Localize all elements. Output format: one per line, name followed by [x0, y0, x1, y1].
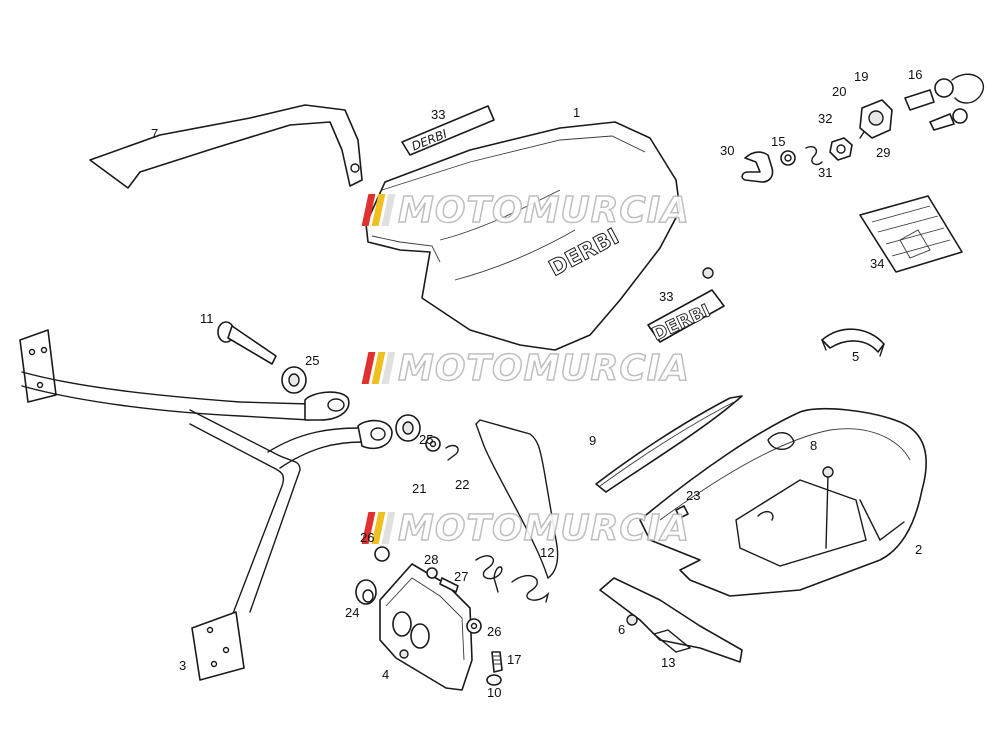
- part-26-rubber-upper: [374, 546, 390, 562]
- part-24-bushing: [355, 579, 377, 605]
- part-16-keys: [904, 73, 985, 131]
- callout-12: 12: [540, 545, 555, 560]
- part-23-screw: [675, 505, 689, 519]
- part-30-latch-hook: [741, 151, 774, 183]
- callout-21: 21: [412, 481, 427, 496]
- callout-17: 17: [507, 652, 522, 667]
- watermark-middle: MOTOMURCIA: [361, 347, 691, 390]
- callout-27: 27: [454, 569, 469, 584]
- watermark-logo-icon: [361, 352, 396, 384]
- part-12-wire-bracket: [475, 419, 559, 579]
- part-4-bracket: [379, 563, 473, 691]
- part-25-bushing-lower: [395, 414, 421, 442]
- part-34-packet: [859, 195, 963, 273]
- callout-10: 10: [487, 685, 502, 700]
- part-9-trim-strip: [595, 395, 743, 493]
- callout-8: 8: [810, 438, 818, 453]
- part-11-bolt: [217, 321, 277, 365]
- callout-11: 11: [200, 311, 214, 326]
- part-27-bolt: [439, 577, 459, 593]
- callout-29: 29: [876, 145, 891, 160]
- part-3-frame: [19, 329, 393, 681]
- callout-30: 30: [720, 143, 735, 158]
- part-26-rubber-lower: [466, 618, 482, 634]
- part-5-bumper: [821, 328, 885, 357]
- callout-4: 4: [382, 667, 390, 682]
- callout-5: 5: [852, 349, 860, 364]
- part-27-springs: [475, 555, 550, 603]
- callout-7: 7: [151, 126, 159, 141]
- part-2-tray: [639, 408, 927, 597]
- callout-22: 22: [455, 477, 470, 492]
- callout-1: 1: [573, 105, 581, 120]
- callout-6: 6: [618, 622, 626, 637]
- callout-32: 32: [818, 111, 833, 126]
- callout-3: 3: [179, 658, 187, 673]
- callout-15: 15: [771, 134, 786, 149]
- part-33-decal-lower: DERBI: [647, 267, 725, 346]
- callout-19: 19: [854, 69, 869, 84]
- part-10-cap: [486, 674, 502, 686]
- part-31-spring: [805, 146, 823, 166]
- part-15-washer: [780, 150, 796, 166]
- callout-25b: 25: [419, 432, 434, 447]
- part-7-rear-strap: [89, 104, 363, 189]
- part-1-seat-cover: DERBI: [365, 121, 681, 351]
- callout-25a: 25: [305, 353, 320, 368]
- part-28-washer: [426, 567, 438, 579]
- part-6-nut: [626, 614, 638, 626]
- part-22-clip: [445, 444, 459, 461]
- watermark-logo-icon: [361, 194, 396, 226]
- callout-23: 23: [686, 488, 701, 503]
- part-13-flap: [599, 577, 743, 663]
- callout-31: 31: [818, 165, 833, 180]
- callout-2: 2: [915, 542, 923, 557]
- part-17-screw: [491, 651, 503, 673]
- callout-16: 16: [908, 67, 923, 82]
- watermark-top: MOTOMURCIA: [361, 189, 691, 232]
- callout-33b: 33: [659, 289, 674, 304]
- watermark-bottom: MOTOMURCIA: [361, 507, 691, 550]
- callout-26a: 26: [360, 530, 375, 545]
- callout-20: 20: [832, 84, 847, 99]
- callout-33a: 33: [431, 107, 446, 122]
- callout-24: 24: [345, 605, 360, 620]
- callout-9: 9: [589, 433, 597, 448]
- callout-13: 13: [661, 655, 676, 670]
- watermark-text: MOTOMURCIA: [397, 189, 691, 232]
- callout-34: 34: [870, 256, 885, 271]
- callout-26b: 26: [487, 624, 502, 639]
- callout-28: 28: [424, 552, 439, 567]
- part-25-bushing-upper: [281, 366, 307, 394]
- part-32-nut: [829, 137, 853, 161]
- watermark-text: MOTOMURCIA: [397, 507, 691, 550]
- part-19-20-29-lock-cylinder: [859, 99, 893, 139]
- watermark-text: MOTOMURCIA: [397, 347, 691, 390]
- part-21-washer: [425, 436, 441, 452]
